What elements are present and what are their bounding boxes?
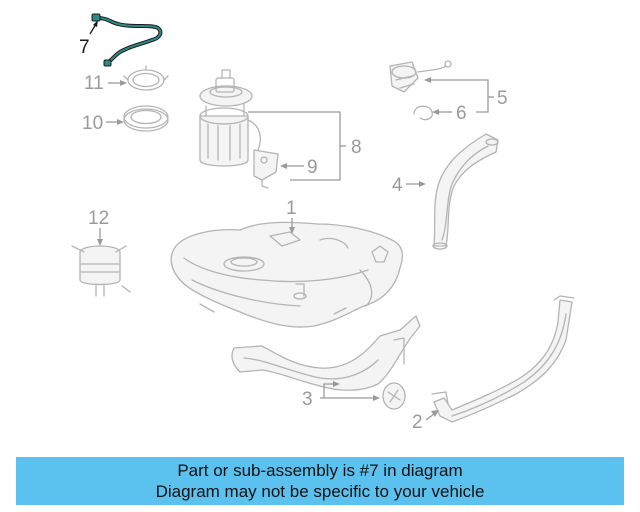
callout-3: 3 — [302, 381, 380, 410]
callout-5: 5 — [424, 77, 508, 113]
part-5-filler-cap[interactable] — [389, 60, 452, 93]
callout-8-label: 8 — [351, 137, 362, 158]
info-banner: Part or sub-assembly is #7 in diagram Di… — [16, 457, 624, 505]
callout-10: 10 — [82, 113, 124, 134]
banner-line-2: Diagram may not be specific to your vehi… — [155, 482, 485, 501]
callout-7: 7 — [79, 20, 98, 58]
callout-5-label: 5 — [497, 88, 508, 109]
callout-1: 1 — [286, 198, 297, 234]
part-10-lock-ring[interactable] — [123, 105, 169, 132]
part-11-ring[interactable] — [123, 65, 169, 91]
part-7-wire-harness[interactable] — [91, 13, 163, 67]
callout-6: 6 — [432, 103, 467, 124]
callout-12: 12 — [88, 208, 109, 246]
part-4-filler-pipe[interactable] — [432, 133, 499, 250]
callout-10-label: 10 — [82, 113, 103, 134]
callout-4-label: 4 — [392, 175, 403, 196]
callout-7-label: 7 — [79, 37, 90, 58]
callout-2: 2 — [412, 410, 439, 433]
callout-3-label: 3 — [302, 389, 313, 410]
callout-2-label: 2 — [412, 412, 423, 433]
callout-6-label: 6 — [456, 103, 467, 124]
banner-line-1: Part or sub-assembly is #7 in diagram — [177, 461, 463, 480]
part-2-tank-strap[interactable] — [431, 295, 575, 423]
part-3-heat-shields[interactable] — [231, 315, 421, 410]
callout-9-label: 9 — [307, 157, 318, 178]
part-6-clip[interactable] — [413, 105, 433, 121]
parts-diagram: 7 11 10 8 — [71, 13, 575, 433]
callout-9: 9 — [280, 157, 318, 178]
callout-1-label: 1 — [286, 198, 297, 219]
part-12-fuel-filter[interactable] — [71, 245, 131, 297]
callout-11-label: 11 — [84, 73, 104, 94]
part-8-fuel-pump-module[interactable] — [199, 69, 261, 167]
part-1-fuel-tank[interactable] — [170, 221, 404, 328]
callout-12-label: 12 — [88, 208, 109, 229]
callout-11: 11 — [84, 73, 127, 94]
part-9-sender-unit[interactable] — [253, 149, 279, 189]
callout-8: 8 — [248, 111, 362, 181]
callout-4: 4 — [392, 175, 426, 196]
